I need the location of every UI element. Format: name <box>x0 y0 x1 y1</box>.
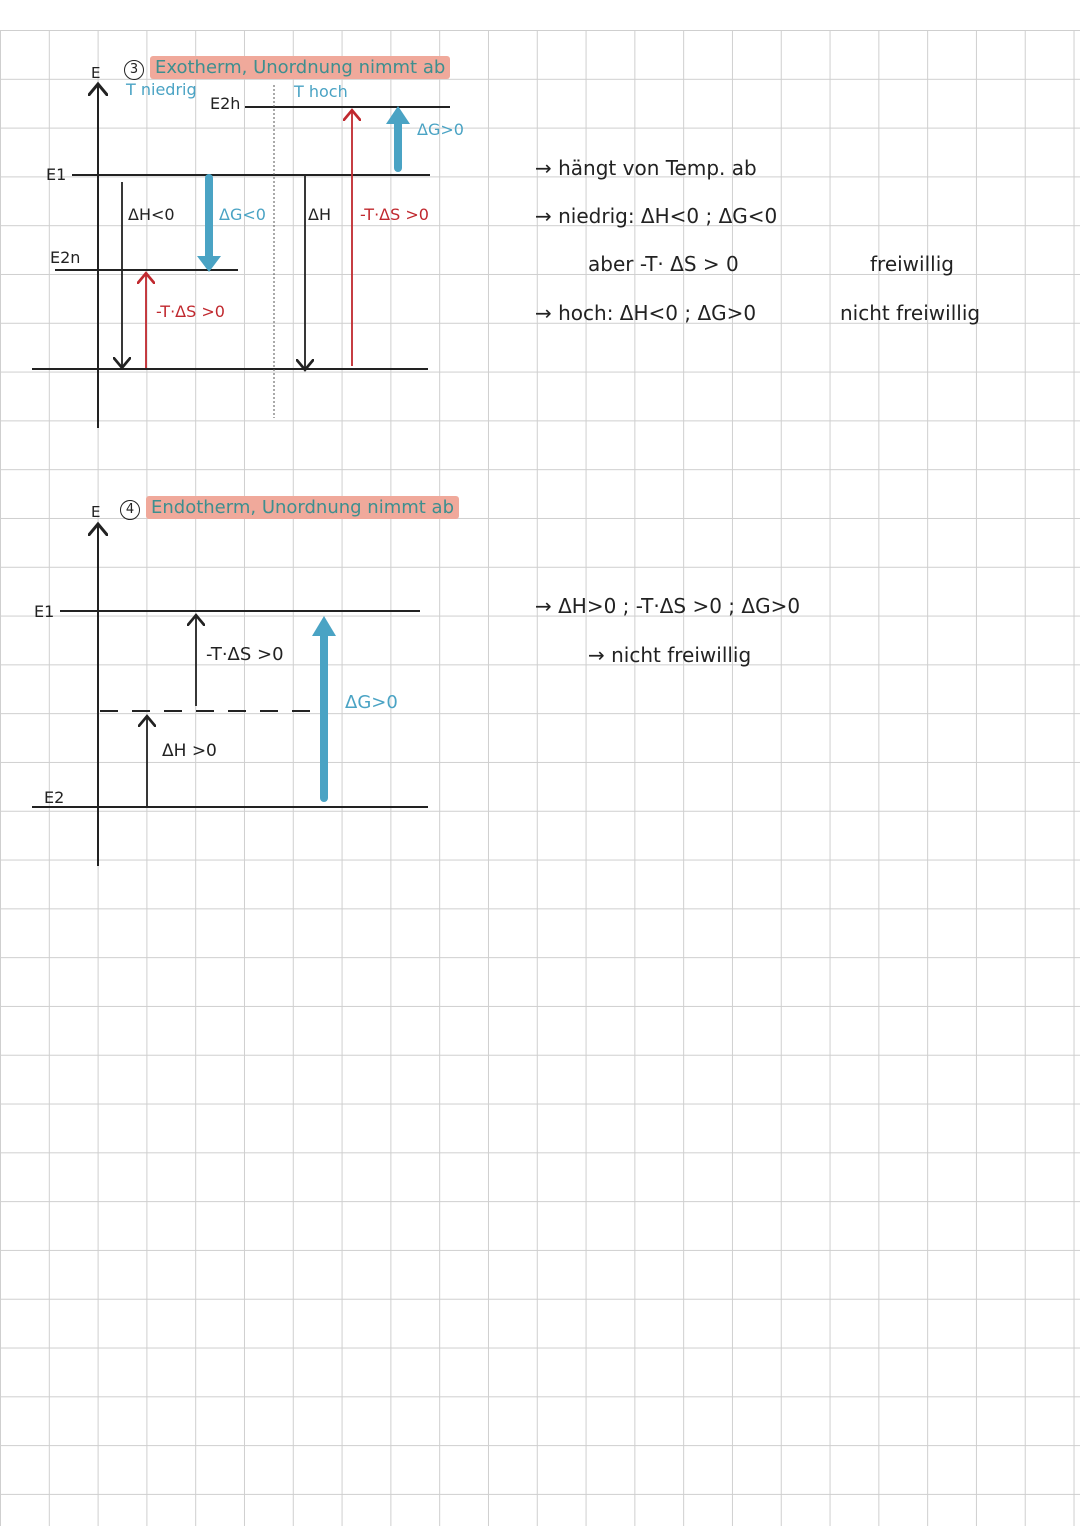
dg-label: ΔG>0 <box>345 692 398 713</box>
diagram-4 <box>32 526 428 866</box>
ts-high-label: -T·ΔS >0 <box>360 205 429 224</box>
number-badge: 4 <box>120 500 140 520</box>
t-high-label: T hoch <box>294 82 348 101</box>
diagram-3 <box>32 85 450 428</box>
note-result: freiwillig <box>870 252 954 276</box>
dh-label: ΔH >0 <box>162 741 217 761</box>
grid-paper <box>0 30 1080 1526</box>
axis-label: E <box>91 503 101 521</box>
e1-label: E1 <box>34 602 55 621</box>
title-text: Exotherm, Unordnung nimmt ab <box>150 56 451 79</box>
note-line: aber -T· ΔS > 0 <box>588 252 739 276</box>
note-line: → ΔH>0 ; -T·ΔS >0 ; ΔG>0 <box>535 594 801 618</box>
dg-low-label: ΔG<0 <box>219 205 266 224</box>
number-badge: 3 <box>124 60 144 80</box>
e1-label: E1 <box>46 165 67 184</box>
title-text: Endotherm, Unordnung nimmt ab <box>146 496 460 519</box>
diagram-4-title: 4 Endotherm, Unordnung nimmt ab <box>120 496 460 520</box>
dh-high-label: ΔH <box>308 205 331 224</box>
t-low-label: T niedrig <box>126 80 197 99</box>
ts-label: -T·ΔS >0 <box>206 644 284 665</box>
dg-high-label: ΔG>0 <box>417 120 464 139</box>
dh-low-label: ΔH<0 <box>128 205 175 224</box>
note-line: → hoch: ΔH<0 ; ΔG>0 <box>535 301 757 325</box>
e2n-label: E2n <box>50 248 81 267</box>
note-result: nicht freiwillig <box>840 301 981 325</box>
e2-label: E2 <box>44 788 65 807</box>
axis-label: E <box>91 64 101 82</box>
ts-low-label: -T·ΔS >0 <box>156 302 225 321</box>
diagram-3-title: 3 Exotherm, Unordnung nimmt ab <box>124 56 451 80</box>
note-line: → niedrig: ΔH<0 ; ΔG<0 <box>535 204 778 228</box>
note-line: → nicht freiwillig <box>588 643 752 667</box>
e2h-label: E2h <box>210 94 241 113</box>
note-line: → hängt von Temp. ab <box>535 156 757 180</box>
